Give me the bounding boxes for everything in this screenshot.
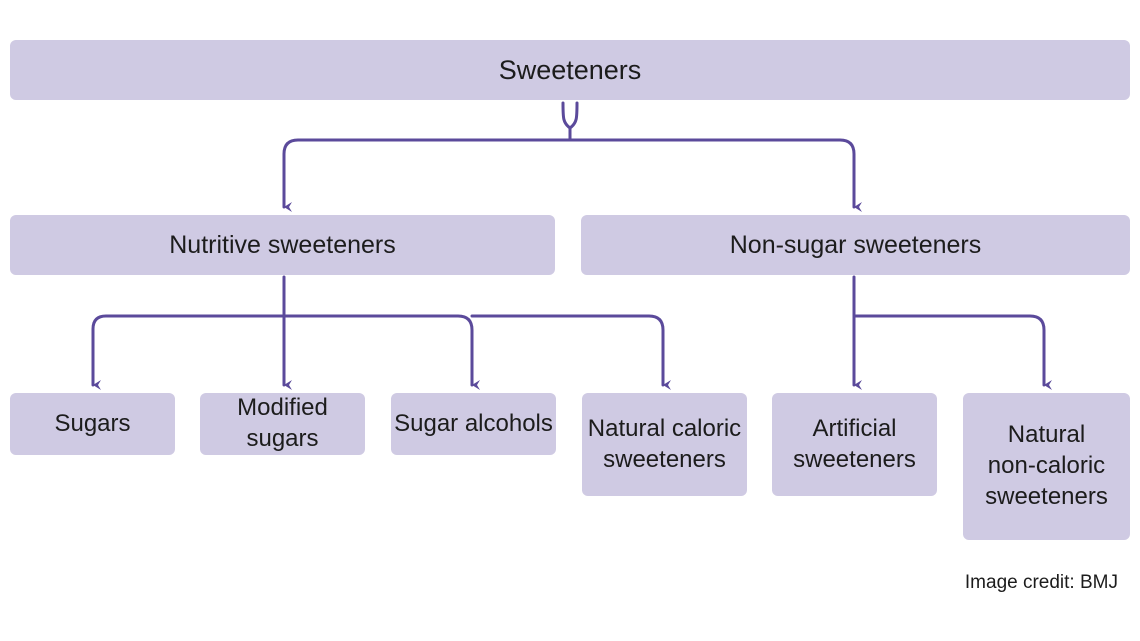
node-non-sugar-sweeteners-label: Non-sugar sweeteners — [729, 231, 982, 259]
node-natural-caloric-sweeteners-label: Natural caloric sweeteners — [587, 414, 742, 473]
node-artificial-sweeteners: Artificial sweeteners — [772, 393, 937, 496]
connector-to-natural-caloric — [470, 314, 671, 390]
node-sugars-label: Sugars — [54, 409, 131, 437]
node-natural-non-caloric-sweeteners: Natural non-caloric sweeteners — [963, 393, 1130, 540]
node-sugar-alcohols-label: Sugar alcohols — [394, 409, 553, 437]
node-artificial-sweeteners-label: Artificial sweeteners — [793, 414, 916, 473]
node-natural-caloric-sweeteners: Natural caloric sweeteners — [582, 393, 747, 496]
node-modified-sugars-label: Modified sugars — [237, 394, 328, 452]
connector-root-stem — [561, 101, 579, 130]
node-natural-non-caloric-sweeteners-label: Natural non-caloric sweeteners — [985, 421, 1108, 510]
node-sugar-alcohols: Sugar alcohols — [391, 393, 556, 455]
connector-to-natural-noncaloric — [852, 314, 1052, 390]
connector-to-sugars — [91, 314, 286, 390]
node-sweeteners: Sweeteners — [10, 40, 1130, 100]
node-modified-sugars: Modified sugars — [200, 393, 365, 455]
connector-to-nonsugar — [568, 138, 862, 212]
node-nutritive-sweeteners-label: Nutritive sweeteners — [169, 231, 396, 259]
node-sugars: Sugars — [10, 393, 175, 455]
connector-to-sugar-alcohols — [282, 314, 480, 390]
image-credit: Image credit: BMJ — [964, 572, 1118, 593]
node-nutritive-sweeteners: Nutritive sweeteners — [10, 215, 555, 275]
node-non-sugar-sweeteners: Non-sugar sweeteners — [581, 215, 1130, 275]
node-sweeteners-label: Sweeteners — [498, 54, 642, 85]
connector-to-nutritive — [282, 138, 572, 212]
